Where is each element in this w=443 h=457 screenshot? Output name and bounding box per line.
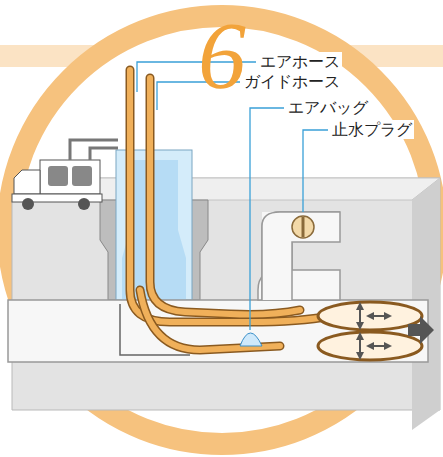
part-label: ガイドホース (242, 72, 342, 91)
part-label: 止水プラグ (330, 120, 414, 139)
truck-line (90, 148, 118, 160)
air-bag (318, 332, 422, 360)
ground (12, 178, 440, 410)
flow-arrow (408, 316, 434, 344)
water-jet (240, 333, 262, 346)
callout-number: 6 (198, 8, 246, 104)
part-label: エアホース (258, 52, 342, 71)
part-label: エアバッグ (286, 98, 370, 117)
stop-plug (292, 216, 314, 238)
bag-arrows (360, 306, 388, 356)
stop-plug (302, 217, 305, 237)
truck-line (70, 140, 118, 160)
lateral (262, 212, 340, 300)
air-bag (318, 302, 422, 330)
truck (12, 160, 102, 210)
